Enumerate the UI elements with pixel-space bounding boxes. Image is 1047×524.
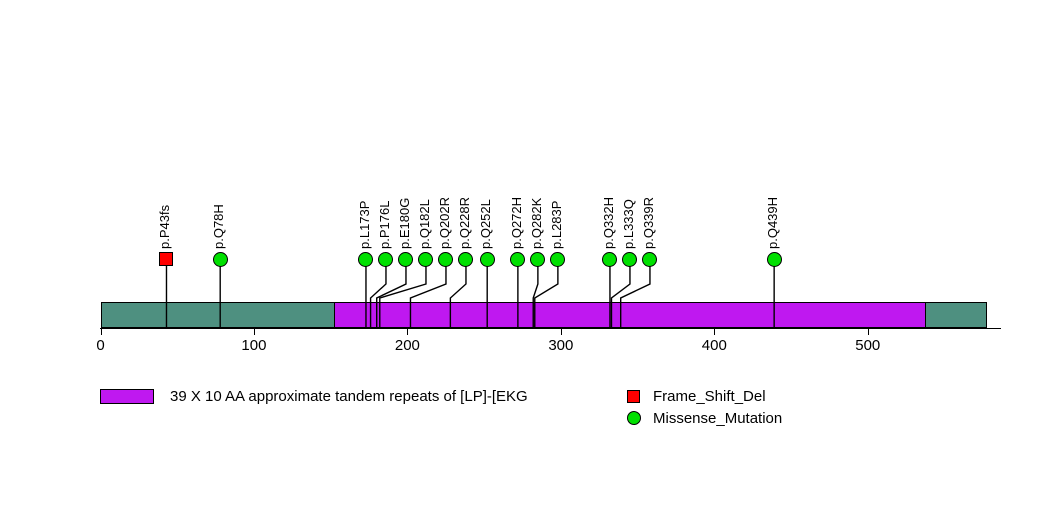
mutation-label-pq339r: p.Q339R [640, 196, 656, 249]
lollipop-stem [534, 266, 559, 328]
mutation-label-pp176l: p.P176L [376, 200, 392, 249]
axis-tick-label: 100 [241, 337, 267, 354]
lollipop-marker-pe180g[interactable] [398, 251, 414, 267]
lollipop-marker-pq282k[interactable] [530, 251, 546, 267]
lollipop-stem [379, 266, 427, 328]
legend-swatch-domain [100, 389, 154, 404]
mutation-label-pl333q: p.L333Q [620, 199, 636, 249]
lollipop-stem [610, 266, 631, 328]
axis-tick [867, 329, 869, 335]
lollipop-marker-pq339r[interactable] [642, 251, 658, 267]
mutation-label-pq78h: p.Q78H [211, 204, 227, 249]
mutation-label-pq228r: p.Q228R [456, 196, 472, 249]
lollipop-stem [532, 266, 539, 328]
mutation-label-pp43fs: p.P43fs [157, 204, 173, 249]
lollipop-marker-pl173p[interactable] [358, 251, 374, 267]
lollipop-marker-pq78h[interactable] [212, 251, 228, 267]
lollipop-stem [376, 266, 407, 328]
axis-tick-label: 500 [855, 337, 881, 354]
axis-tick [253, 329, 255, 335]
lollipop-stem [409, 266, 447, 328]
axis-tick [714, 329, 716, 335]
lollipop-marker-pq439h[interactable] [766, 251, 782, 267]
mutation-label-pq272h: p.Q272H [508, 196, 524, 249]
mutation-label-pq332h: p.Q332H [600, 196, 616, 249]
lollipop-marker-pq272h[interactable] [510, 251, 526, 267]
axis-tick [407, 329, 409, 335]
lollipop-marker-pq252l[interactable] [479, 251, 495, 267]
mutation-label-pl173p: p.L173P [356, 200, 372, 249]
lollipop-marker-pq228r[interactable] [458, 251, 474, 267]
axis-tick-label: 400 [701, 337, 727, 354]
axis-tick [100, 329, 102, 335]
lollipop-marker-pq332h[interactable] [602, 251, 618, 267]
lollipop-marker-pl283p[interactable] [550, 251, 566, 267]
lollipop-marker-pq182l[interactable] [418, 251, 434, 267]
lollipop-stem [369, 266, 387, 328]
lollipop-marker-pq202r[interactable] [438, 251, 454, 267]
axis-tick-label: 0 [96, 337, 105, 354]
legend-swatch-missense-mutation [627, 411, 641, 425]
lollipop-marker-pp43fs[interactable] [159, 252, 174, 266]
mutation-label-pq439h: p.Q439H [765, 196, 781, 249]
mutation-label-pq182l: p.Q182L [416, 199, 432, 249]
axis-tick [560, 329, 562, 335]
legend-label-frame-shift-del: Frame_Shift_Del [653, 388, 766, 405]
legend-swatch-frame-shift-del [627, 390, 640, 403]
mutation-label-pq202r: p.Q202R [436, 196, 452, 249]
mutation-label-pq252l: p.Q252L [478, 199, 494, 249]
lollipop-marker-pl333q[interactable] [622, 251, 638, 267]
protein-domain-tandem-repeats[interactable] [333, 302, 927, 328]
mutation-label-pl283p: p.L283P [548, 200, 564, 249]
lollipop-stem [619, 266, 651, 328]
axis-tick-label: 300 [548, 337, 574, 354]
axis-line [100, 328, 1001, 329]
legend-label-domain: 39 X 10 AA approximate tandem repeats of… [170, 388, 528, 405]
lollipop-marker-pp176l[interactable] [378, 251, 394, 267]
lollipop-stem [449, 266, 467, 328]
mutation-label-pe180g: p.E180G [396, 197, 412, 249]
axis-tick-label: 200 [394, 337, 420, 354]
mutation-label-pq282k: p.Q282K [528, 197, 544, 249]
legend-label-missense-mutation: Missense_Mutation [653, 410, 783, 427]
